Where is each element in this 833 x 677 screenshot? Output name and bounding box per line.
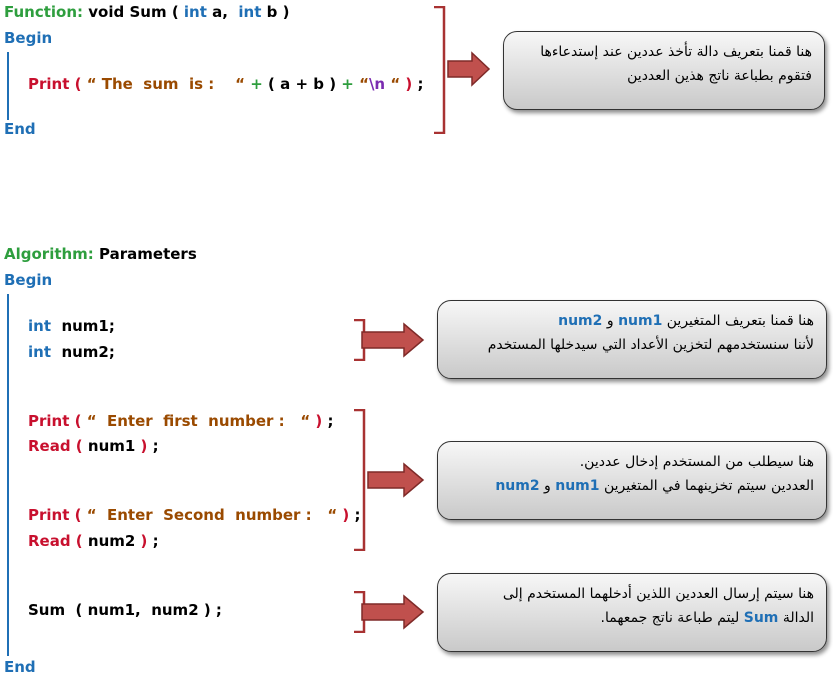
semicolon: ; xyxy=(327,412,334,430)
block-line xyxy=(7,294,9,656)
code-term-num2: num2 xyxy=(495,478,540,494)
quote-open: “ xyxy=(359,75,369,93)
void-keyword: void xyxy=(88,3,125,21)
paren-close: ) xyxy=(337,506,355,524)
print-keyword: Print ( xyxy=(28,412,87,430)
param-a: a, xyxy=(206,3,239,21)
explanation-line: هنا سيتم إرسال العددين اللذين أدخلهما ال… xyxy=(502,586,814,602)
paren-close: ) xyxy=(310,412,328,430)
explanation-line: العددين سيتم تخزينهما في المتغيرين num1 … xyxy=(495,478,814,494)
print-string: “ The sum is : “ xyxy=(86,75,246,93)
read-arg: num2 xyxy=(87,532,136,550)
param-b: b ) xyxy=(261,3,290,21)
declare-num2: int num2; xyxy=(28,343,115,361)
print-string: “ Enter first number : “ xyxy=(86,412,311,430)
code-term-sum: Sum xyxy=(743,610,779,626)
plus-operator: + xyxy=(245,75,269,93)
explanation-text: هنا قمنا بتعريف دالة تأخذ عددين عند إستد… xyxy=(540,44,812,84)
end-keyword: End xyxy=(4,120,36,138)
quote-close: “ xyxy=(385,75,401,93)
begin-keyword: Begin xyxy=(4,29,53,47)
algorithm-header: Algorithm: Parameters xyxy=(4,245,197,263)
block-line xyxy=(7,52,9,120)
print-first-statement: Print ( “ Enter first number : “ ) ; xyxy=(28,412,334,430)
function-name: Sum ( xyxy=(129,3,184,21)
arrow-right-icon xyxy=(361,594,425,630)
explanation-line: هنا قمنا بتعريف المتغيرين num1 و num2 xyxy=(558,313,814,329)
int-keyword: int xyxy=(28,343,51,361)
print-keyword: Print ( xyxy=(28,75,87,93)
paren-close: ) xyxy=(135,437,153,455)
end-keyword: End xyxy=(4,658,36,676)
plus-operator: + xyxy=(336,75,360,93)
explanation-box-declarations: هنا قمنا بتعريف المتغيرين num1 و num2 لأ… xyxy=(437,300,827,379)
print-string: “ Enter Second number : “ xyxy=(86,506,338,524)
explanation-box-input: هنا سيطلب من المستخدم إدخال عددين. العدد… xyxy=(437,441,827,520)
variable-num2: num2; xyxy=(51,343,115,361)
explanation-line: لأننا سنستخدمهم لتخزين الأعداد التي سيدخ… xyxy=(487,337,814,353)
sum-call-statement: Sum ( num1, num2 ) ; xyxy=(28,601,222,619)
explanation-box-function: هنا قمنا بتعريف دالة تأخذ عددين عند إستد… xyxy=(503,31,825,110)
function-keyword: Function: xyxy=(4,3,84,21)
semicolon: ; xyxy=(417,75,424,93)
arrow-right-icon xyxy=(361,322,425,358)
read-num2-statement: Read ( num2 ) ; xyxy=(28,532,159,550)
arrow-right-icon xyxy=(447,51,491,87)
semicolon: ; xyxy=(152,437,159,455)
variable-num1: num1; xyxy=(51,317,115,335)
code-term-num1: num1 xyxy=(555,478,600,494)
brace-icon xyxy=(434,6,446,134)
read-num1-statement: Read ( num1 ) ; xyxy=(28,437,159,455)
semicolon: ; xyxy=(152,532,159,550)
arrow-right-icon xyxy=(367,462,425,498)
semicolon: ; xyxy=(354,506,361,524)
read-keyword: Read ( xyxy=(28,532,88,550)
function-header: Function: void Sum ( int a, int b ) xyxy=(4,3,289,21)
int-keyword: int xyxy=(183,3,207,21)
paren-close: ) xyxy=(400,75,418,93)
int-keyword: int xyxy=(28,317,51,335)
begin-keyword: Begin xyxy=(4,271,53,289)
paren-close: ) xyxy=(135,532,153,550)
explanation-line: هنا سيطلب من المستخدم إدخال عددين. xyxy=(579,454,814,470)
algorithm-keyword: Algorithm: xyxy=(4,245,94,263)
code-term-num1: num1 xyxy=(618,313,663,329)
print-statement: Print ( “ The sum is : “ + ( a + b ) + “… xyxy=(28,75,424,93)
explanation-line: الدالة Sum ليتم طباعة ناتج جمعهما. xyxy=(600,610,814,626)
brace-icon xyxy=(354,409,366,551)
declare-num1: int num1; xyxy=(28,317,115,335)
newline-escape: \n xyxy=(368,75,386,93)
print-keyword: Print ( xyxy=(28,506,87,524)
int-keyword: int xyxy=(238,3,262,21)
sum-expression: ( a + b ) xyxy=(268,75,337,93)
code-term-num2: num2 xyxy=(558,313,603,329)
print-second-statement: Print ( “ Enter Second number : “ ) ; xyxy=(28,506,361,524)
read-keyword: Read ( xyxy=(28,437,88,455)
read-arg: num1 xyxy=(87,437,136,455)
explanation-box-call: هنا سيتم إرسال العددين اللذين أدخلهما ال… xyxy=(437,573,827,652)
algorithm-name: Parameters xyxy=(99,245,197,263)
